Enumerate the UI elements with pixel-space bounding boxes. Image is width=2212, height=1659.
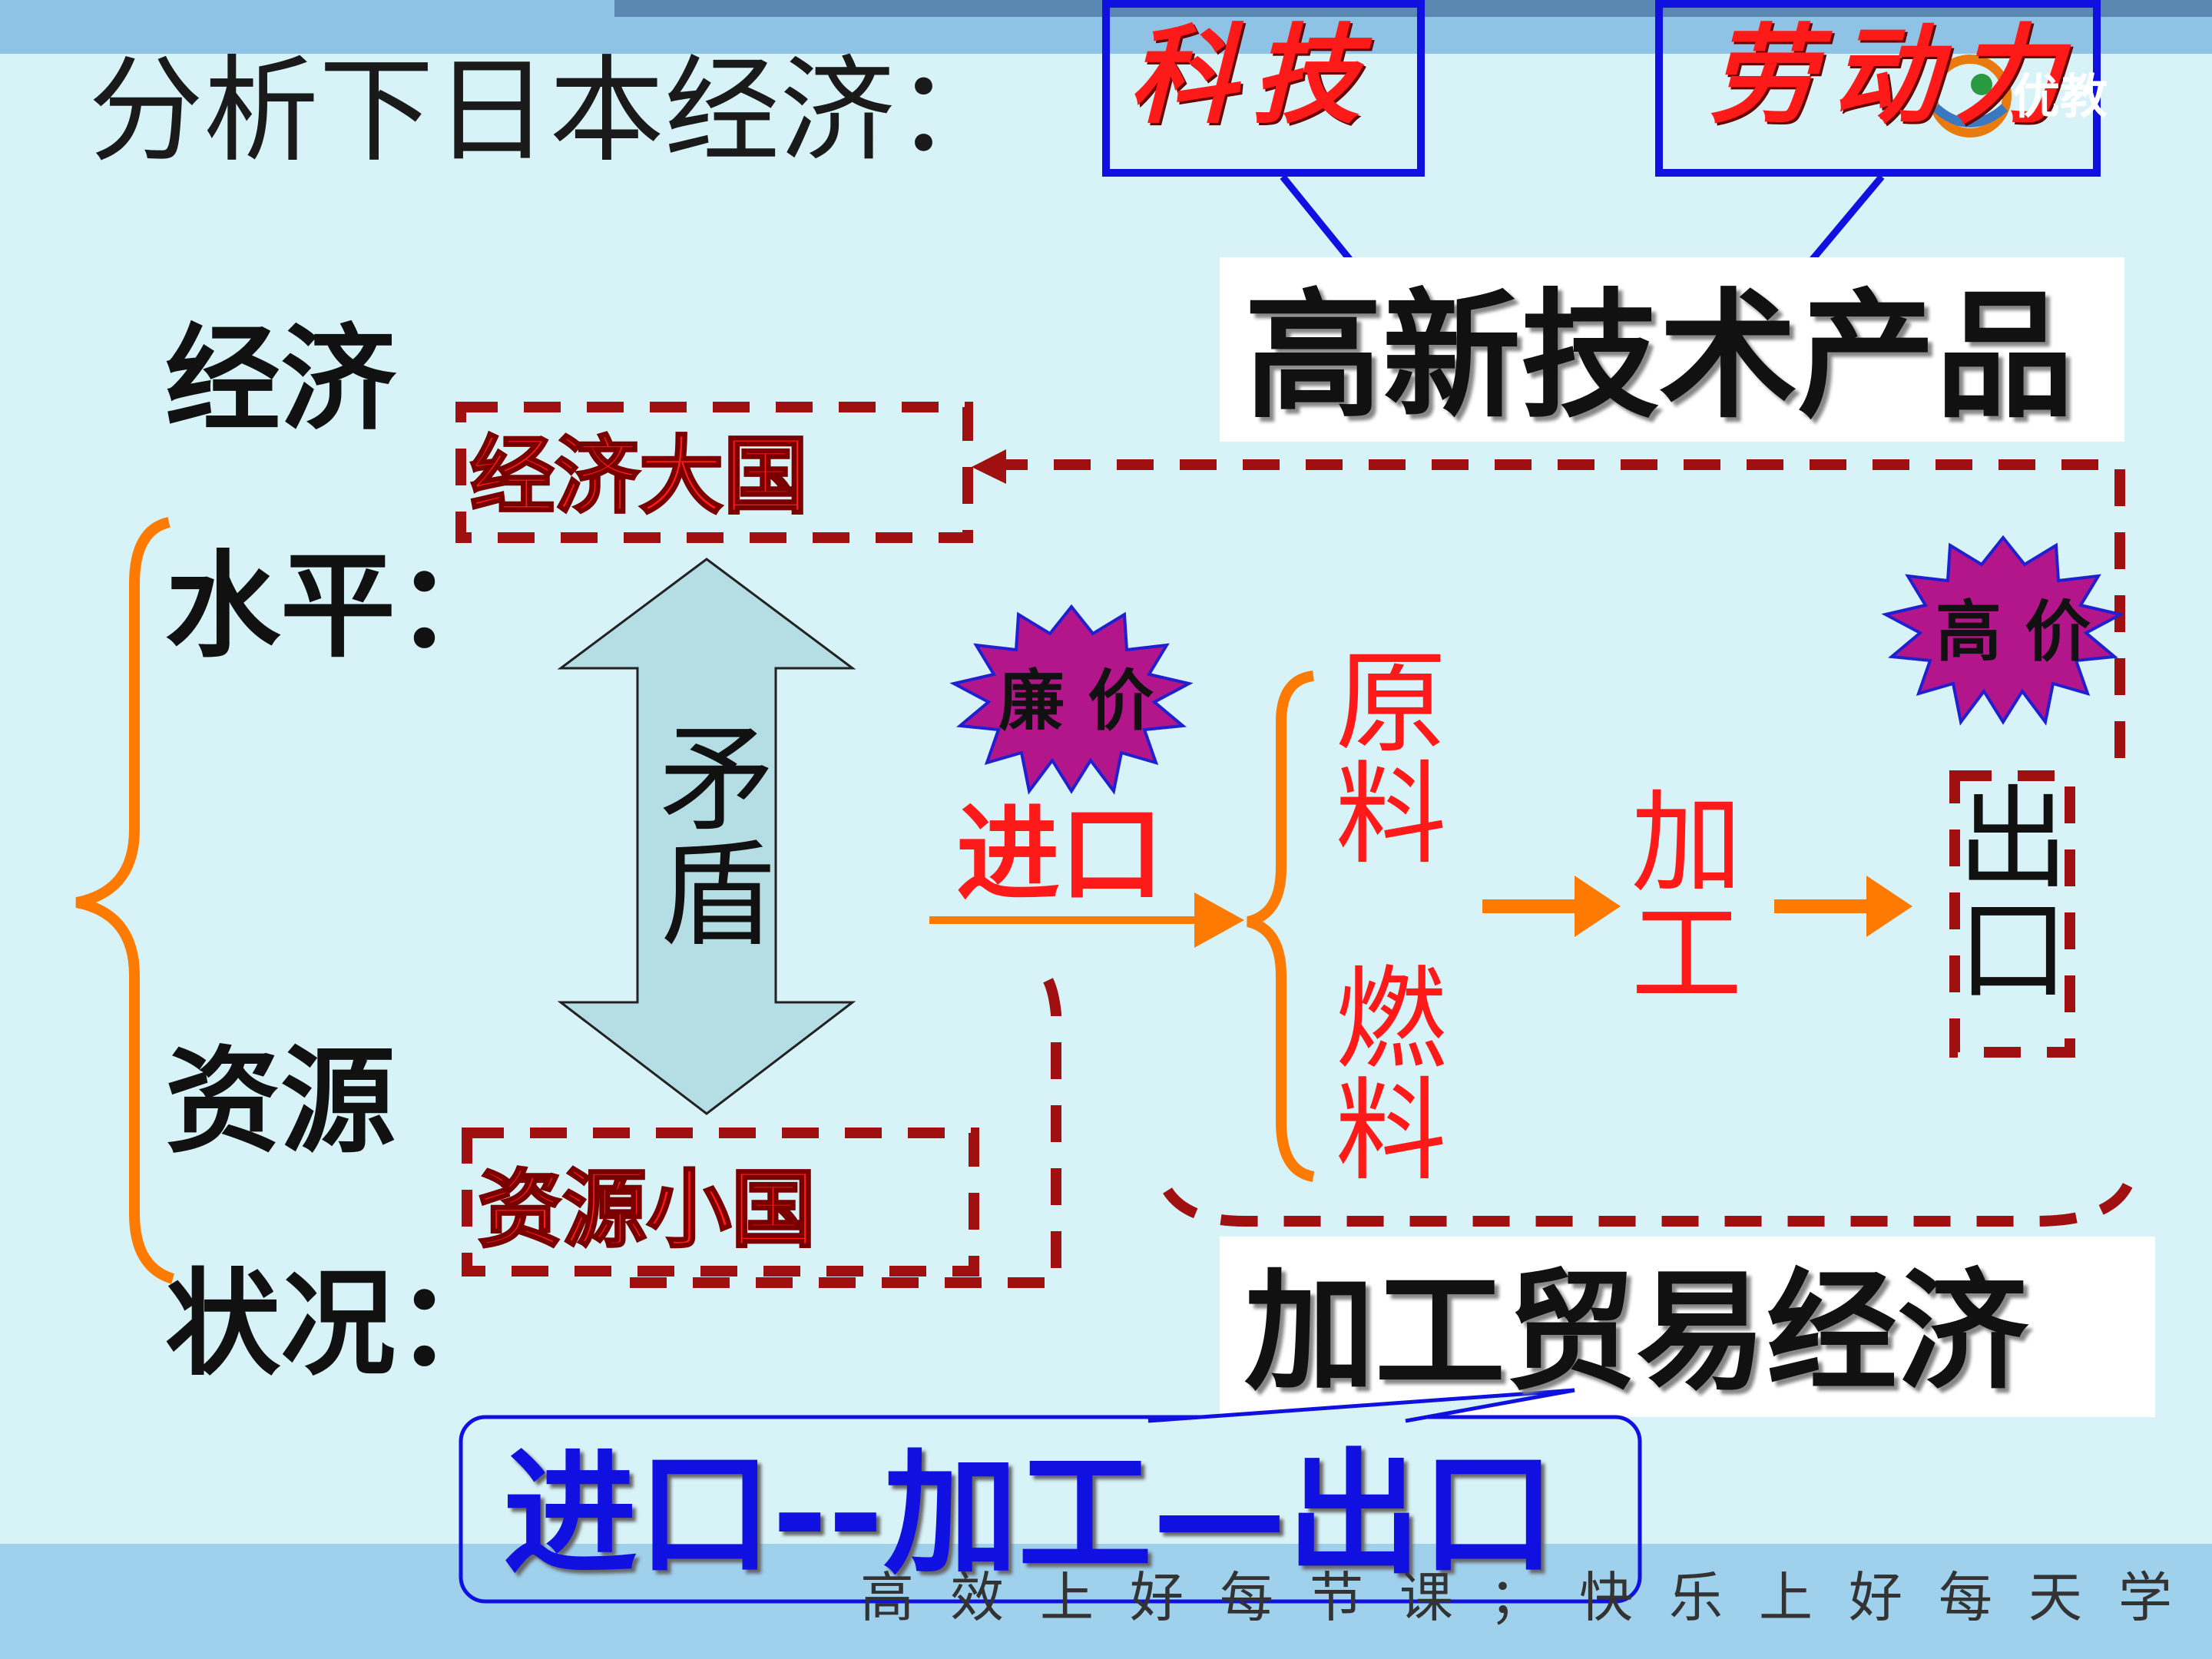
economy-level-label: 水平：	[165, 540, 512, 674]
process-arrowhead-1	[1575, 876, 1621, 937]
brand-logo-icon	[1929, 55, 2012, 137]
cheap-badge-label: 廉 价	[998, 663, 1154, 740]
flow-summary-label: 进口--加工—出口	[503, 1437, 1556, 1593]
processing-trade-panel	[1220, 1237, 2155, 1417]
high-tech-panel	[1220, 257, 2124, 442]
process-arrowhead-2	[1866, 876, 1912, 937]
page-title: 分析下日本经济：	[88, 45, 1011, 178]
star-badge-icon	[1881, 535, 2125, 726]
econ-power-box	[455, 402, 973, 543]
export-label: 出口	[1938, 780, 2068, 1002]
factor-tech-label: 科技	[1129, 14, 1376, 139]
summary-callout	[1147, 1388, 1575, 1423]
brand-text: 优教	[2012, 68, 2108, 124]
export-box	[1949, 770, 2075, 1058]
tech-box	[1102, 0, 1425, 177]
summary-box	[459, 1415, 1642, 1604]
arrow-up-down-icon	[557, 558, 856, 1115]
labor-box	[1655, 0, 2101, 177]
high-tech-products-label: 高新技术产品	[1244, 276, 2075, 437]
fuel-label: 燃料	[1316, 960, 1445, 1183]
processing-trade-label: 加工贸易经济	[1244, 1257, 2028, 1409]
star-badge-icon	[949, 604, 1194, 795]
big-brace	[75, 517, 175, 1284]
resource-status-label: 状况：	[165, 1258, 512, 1392]
resource-small-box	[462, 1128, 979, 1277]
footer-slogan: 高效上好每节课；快乐上好每天学	[860, 1566, 2208, 1629]
import-dash	[630, 962, 1061, 1288]
resource-small-label: 资源小国	[477, 1161, 817, 1259]
economy-label: 经济	[165, 313, 396, 447]
loop-path	[991, 459, 2125, 776]
expensive-badge-label: 高 价	[1936, 594, 2091, 671]
contradiction-label: 矛盾	[640, 718, 773, 949]
small-brace	[1247, 671, 1315, 1182]
bottom-loop	[1163, 1173, 2137, 1227]
import-label: 进口	[956, 794, 1164, 915]
process-label: 加工	[1611, 783, 1741, 1006]
import-arrowhead	[1194, 892, 1244, 948]
factor-labor-label: 劳动力	[1709, 14, 2078, 139]
resource-label: 资源	[165, 1035, 396, 1169]
econ-power-label: 经济大国	[469, 427, 810, 525]
loop-arrowhead	[972, 449, 1006, 484]
raw-material-label: 原料	[1316, 644, 1445, 866]
